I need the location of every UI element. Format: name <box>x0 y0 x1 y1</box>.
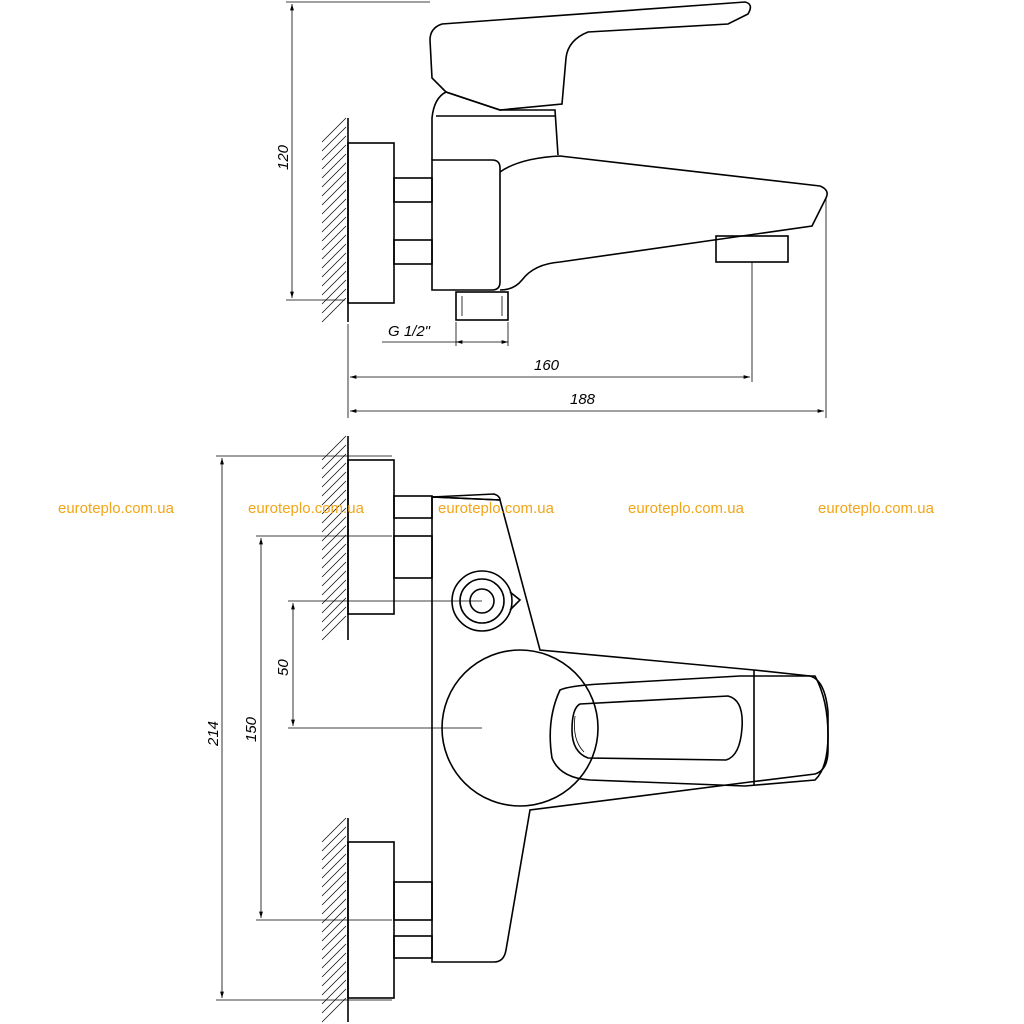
front-wall-hatch <box>321 435 347 1023</box>
hatch-line <box>321 471 347 497</box>
hatch-line <box>321 480 347 506</box>
hatch-line <box>321 534 347 560</box>
side-spout <box>499 155 828 291</box>
hatch-line <box>321 898 347 924</box>
hatch-line <box>321 817 347 843</box>
hatch-line <box>321 462 347 488</box>
hatch-line <box>321 489 347 515</box>
hatch-line <box>321 270 347 296</box>
hatch-line <box>321 916 347 942</box>
hatch-line <box>321 561 347 587</box>
hatch-line <box>321 835 347 861</box>
hatch-line <box>321 543 347 569</box>
front-lever-handle[interactable] <box>549 675 829 787</box>
hatch-line <box>321 243 347 269</box>
hatch-line <box>321 579 347 605</box>
hatch-line <box>321 862 347 888</box>
hatch-line <box>321 997 347 1023</box>
hatch-line <box>321 189 347 215</box>
hatch-line <box>321 252 347 278</box>
watermark-5: euroteplo.com.ua <box>818 500 934 517</box>
hatch-line <box>321 988 347 1014</box>
hatch-line <box>321 844 347 870</box>
dim-side-height: 120 <box>275 144 292 170</box>
watermark-2: euroteplo.com.ua <box>248 500 364 517</box>
watermark-3: euroteplo.com.ua <box>438 500 554 517</box>
hatch-line <box>321 444 347 470</box>
hatch-line <box>321 234 347 260</box>
hatch-line <box>321 216 347 242</box>
hatch-line <box>321 117 347 143</box>
hatch-line <box>321 207 347 233</box>
hatch-line <box>321 597 347 623</box>
hatch-line <box>321 615 347 641</box>
hatch-line <box>321 889 347 915</box>
hatch-line <box>321 979 347 1005</box>
hatch-line <box>321 135 347 161</box>
side-view: 120 G 1/2" 160 188 <box>275 1 828 418</box>
hatch-line <box>321 516 347 542</box>
front-flange-upper <box>347 459 395 615</box>
hatch-line <box>321 525 347 551</box>
hatch-line <box>321 826 347 852</box>
hatch-line <box>321 198 347 224</box>
dim-front-150: 150 <box>243 716 260 742</box>
hatch-line <box>321 162 347 188</box>
hatch-line <box>321 288 347 314</box>
front-view: 50 150 214 <box>205 435 829 1023</box>
hatch-line <box>321 934 347 960</box>
hatch-line <box>321 126 347 152</box>
side-aerator <box>715 235 789 263</box>
dim-thread: G 1/2" <box>388 323 431 340</box>
front-lever-slot <box>571 695 744 761</box>
hatch-line <box>321 153 347 179</box>
watermark-1: euroteplo.com.ua <box>58 500 174 517</box>
hatch-line <box>321 925 347 951</box>
hatch-line <box>321 180 347 206</box>
hatch-line <box>321 261 347 287</box>
hatch-line <box>321 297 347 323</box>
hatch-line <box>321 943 347 969</box>
hatch-line <box>321 225 347 251</box>
side-wall-hatch <box>321 117 347 323</box>
side-valve-body <box>431 159 501 291</box>
hatch-line <box>321 880 347 906</box>
hatch-line <box>321 970 347 996</box>
hatch-line <box>321 507 347 533</box>
dim-length-160: 160 <box>534 357 560 374</box>
hatch-line <box>321 952 347 978</box>
dim-front-50: 50 <box>275 659 292 676</box>
hatch-line <box>321 570 347 596</box>
hatch-line <box>321 552 347 578</box>
dim-length-188: 188 <box>570 391 596 408</box>
front-mixer-body <box>431 496 829 963</box>
side-wall-flange <box>347 142 395 304</box>
hatch-line <box>321 453 347 479</box>
watermark-4: euroteplo.com.ua <box>628 500 744 517</box>
hatch-line <box>321 498 347 524</box>
hatch-line <box>321 961 347 987</box>
side-lever-handle <box>429 1 752 111</box>
side-thread-outlet <box>455 291 509 321</box>
hatch-line <box>321 171 347 197</box>
hatch-line <box>321 144 347 170</box>
hatch-line <box>321 853 347 879</box>
side-cartridge-body <box>431 91 559 160</box>
side-connector-lower <box>393 239 433 265</box>
hatch-line <box>321 606 347 632</box>
hatch-line <box>321 871 347 897</box>
dim-front-214: 214 <box>205 721 222 747</box>
side-connector-upper <box>393 177 433 203</box>
